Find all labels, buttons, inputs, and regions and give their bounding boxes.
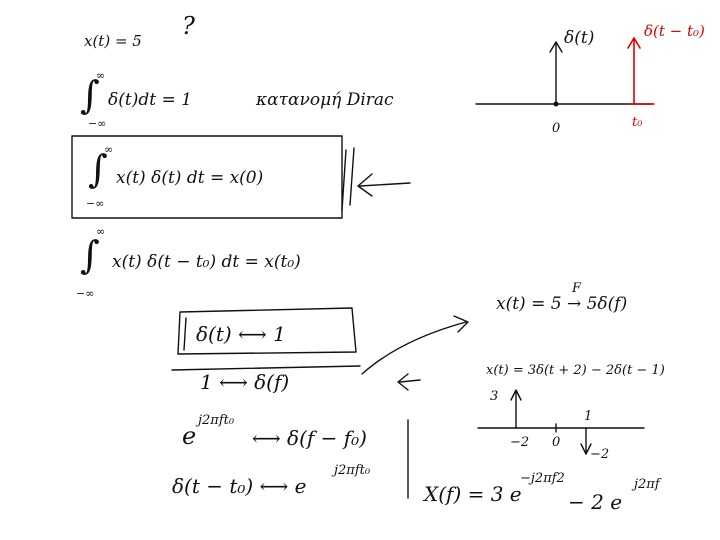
integral-3-body: x(t) δ(t − t₀) dt = x(t₀) bbox=[112, 252, 301, 272]
result-exponent-2: j2πf bbox=[634, 477, 660, 492]
pair3-rhs: ⟷ δ(f − f₀) bbox=[252, 426, 367, 450]
integral-sign-1: ∫ bbox=[80, 73, 100, 117]
impulse-tick-neg2: −2 bbox=[510, 435, 530, 450]
delta-impulse-head bbox=[549, 41, 563, 53]
integral-sign-2: ∫ bbox=[88, 147, 108, 191]
result-mid: − 2 e bbox=[568, 490, 623, 514]
integral-upper-2: ∞ bbox=[104, 143, 114, 156]
signal-definition: x(t) = 3δ(t + 2) − 2δ(t − 1) bbox=[486, 363, 665, 378]
question-mark: ? bbox=[182, 12, 195, 40]
integral-lower-1: −∞ bbox=[88, 117, 107, 130]
pair4-exponent: j2πft₀ bbox=[334, 463, 371, 478]
integral-2-body: x(t) δ(t) dt = x(0) bbox=[116, 168, 264, 188]
pair4-lhs: δ(t − t₀) ⟷ e bbox=[172, 474, 307, 498]
shifted-tick-t0: t₀ bbox=[632, 115, 643, 130]
pointer-arrow-shaft bbox=[359, 182, 411, 187]
impulse-tick-1: 1 bbox=[584, 409, 593, 424]
pair-delta-one: δ(t) ⟷ 1 bbox=[196, 322, 286, 346]
transform-example: x(t) = 5 → 5δ(f) bbox=[496, 294, 628, 314]
impulse-neg-head bbox=[580, 443, 592, 455]
delta-tick-zero: 0 bbox=[552, 121, 561, 136]
transform-arrow-label: F bbox=[572, 281, 582, 296]
small-arrow-head bbox=[397, 373, 409, 391]
pair-box bbox=[177, 307, 357, 355]
pair-box-inner bbox=[183, 317, 187, 351]
highlight-box bbox=[71, 135, 343, 219]
integral-sign-3: ∫ bbox=[80, 233, 100, 277]
integral-lower-2: −∞ bbox=[86, 197, 105, 210]
impulse-amp-3: 3 bbox=[490, 389, 499, 404]
box-tick-2 bbox=[349, 147, 355, 206]
pair-one-delta-f: 1 ⟷ δ(f) bbox=[200, 370, 290, 394]
dirac-label: κατανομή Dirac bbox=[256, 90, 394, 110]
curve-arrow-head bbox=[453, 315, 469, 333]
result-exponent-1: −j2πf2 bbox=[520, 471, 565, 486]
integral-lower-3: −∞ bbox=[76, 287, 95, 300]
integral-1-body: δ(t)dt = 1 bbox=[108, 90, 192, 110]
pointer-arrow-head bbox=[357, 173, 373, 197]
integral-upper-3: ∞ bbox=[96, 225, 106, 238]
impulse-tick-0: 0 bbox=[552, 435, 561, 450]
curve-arrow bbox=[361, 321, 467, 375]
result-prefix: X(f) = 3 e bbox=[424, 482, 522, 506]
shifted-impulse-head bbox=[627, 36, 641, 49]
impulse-amp-neg2: −2 bbox=[590, 447, 610, 462]
pair3-exponent: j2πft₀ bbox=[198, 413, 235, 428]
delta-label: δ(t) bbox=[564, 28, 595, 48]
impulse-pos-head bbox=[510, 389, 522, 401]
box-tick-1 bbox=[341, 149, 347, 211]
delta-origin-dot bbox=[553, 101, 559, 107]
pair-underline bbox=[171, 365, 361, 371]
pair3-base: e bbox=[182, 422, 197, 450]
small-arrow-shaft bbox=[399, 379, 421, 383]
note-x-equals-5: x(t) = 5 bbox=[84, 32, 142, 50]
shifted-delta-label: δ(t − t₀) bbox=[644, 22, 705, 40]
integral-upper-1: ∞ bbox=[96, 69, 106, 82]
